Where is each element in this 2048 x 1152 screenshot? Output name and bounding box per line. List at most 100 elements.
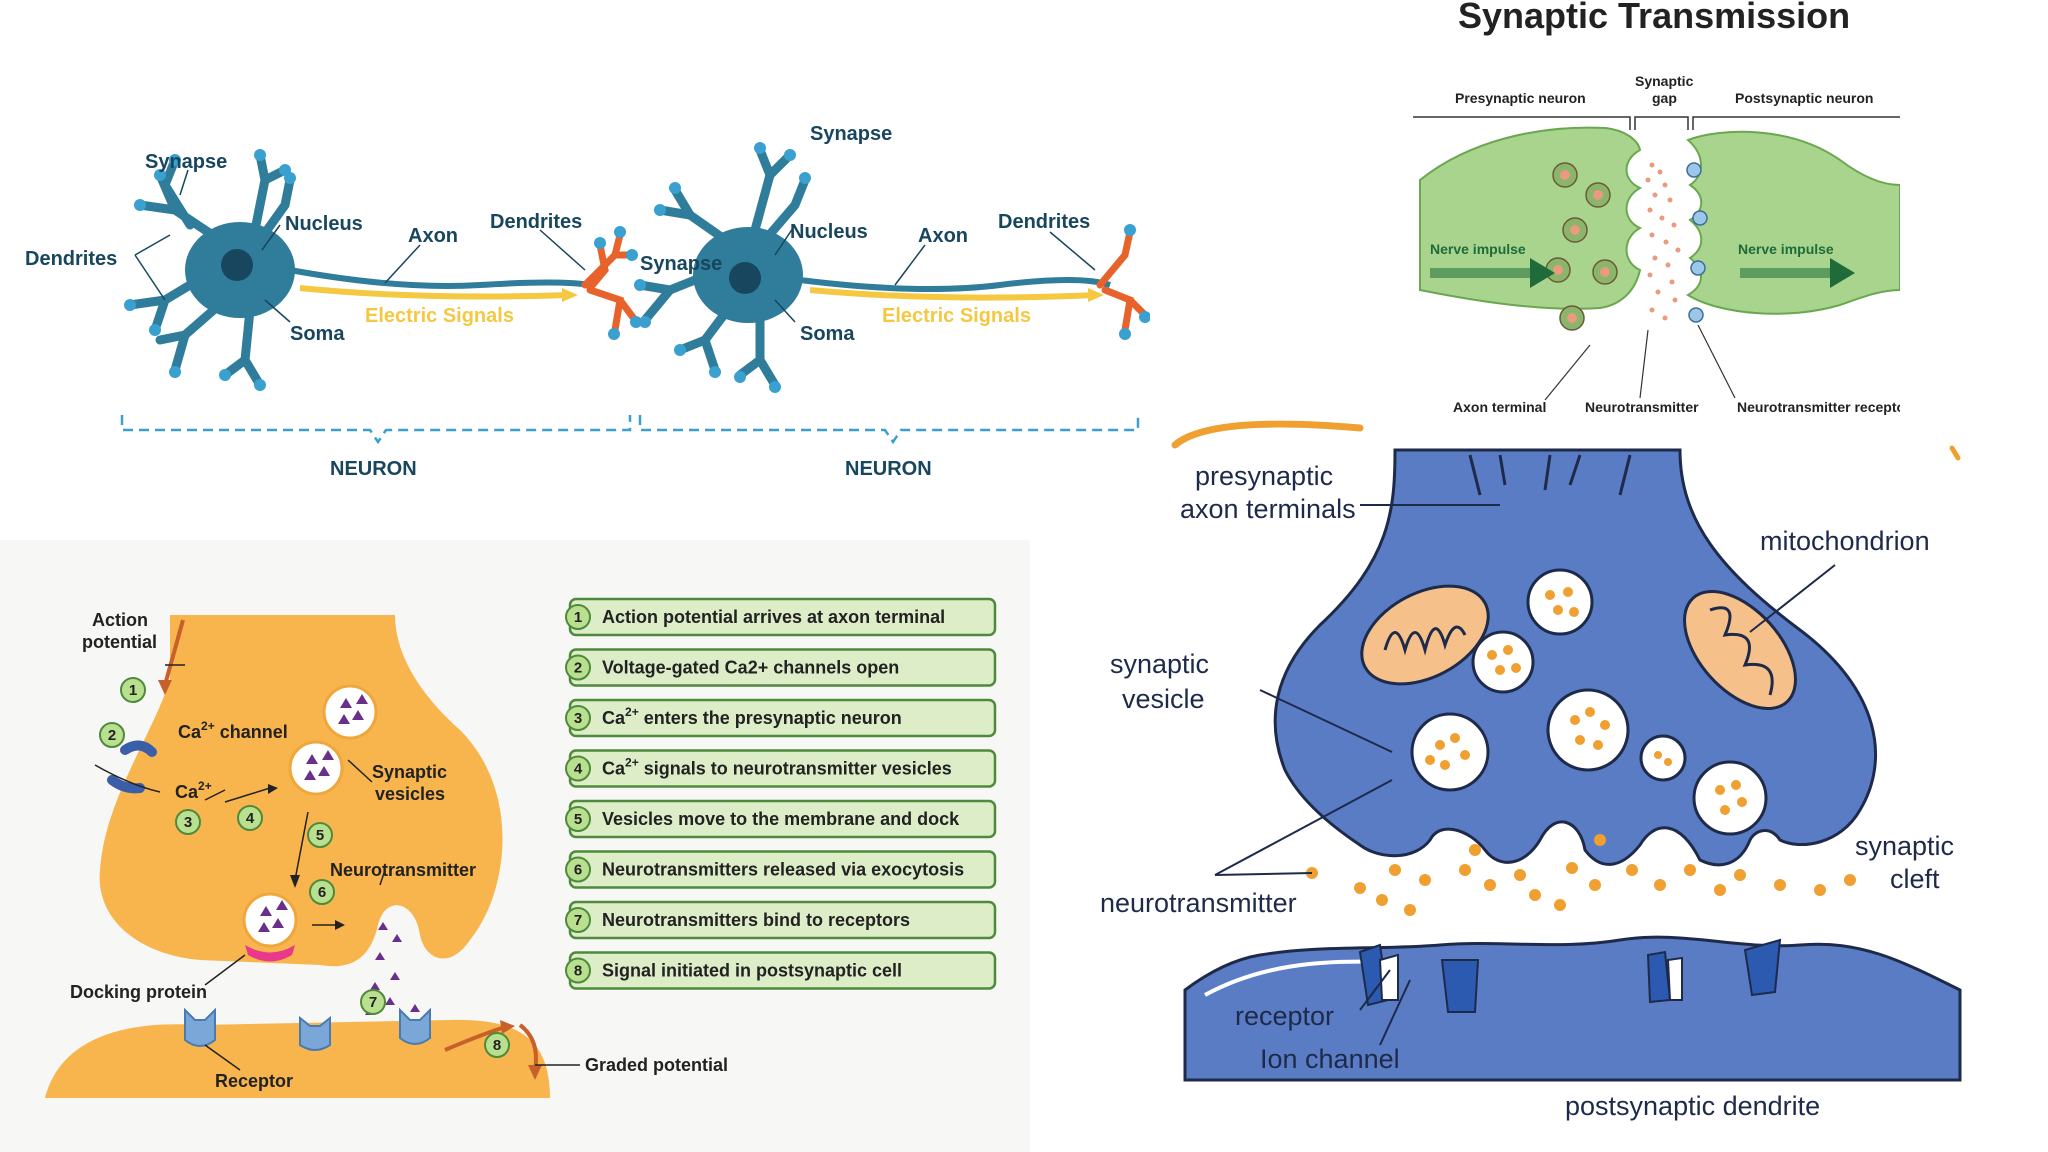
step-item: 4 Ca2+ signals to neurotransmitter vesicl… [565,749,997,788]
step-item: 3 Ca2+ enters the presynaptic neuron [565,698,997,738]
calcium-channel [120,740,157,757]
postsynaptic-membrane [45,1019,550,1098]
synaptic-label: Synaptic [372,762,447,782]
docking-protein-label: Docking protein [70,982,207,1002]
receptor-label-terminal: receptor [1235,1001,1334,1031]
axon-label-1: Axon [408,225,458,247]
step-number: 1 [574,609,582,626]
step-text: Voltage-gated Ca2+ channels open [602,658,899,678]
dendrites-label-3: Dendrites [998,211,1090,233]
neuron-brace-2 [638,415,1140,445]
step-number: 8 [574,963,582,980]
neuron-label-2: NEURON [845,458,932,480]
axon-terminals-label: axon terminals [1180,494,1356,524]
neurotransmission-steps-diagram: 1 2 3 4 5 6 7 8 Action potential Ca2+ ch… [0,540,1030,1152]
potential-label: potential [82,632,157,652]
step-text: Neurotransmitters bind to receptors [602,910,910,930]
step-number-badge [565,957,591,984]
svg-text:4: 4 [246,810,255,827]
svg-text:8: 8 [493,1037,501,1054]
diagram-step-markers: 1 2 3 4 5 6 7 8 [99,677,510,1058]
synaptic-cleft-label-1: synaptic [1855,831,1954,861]
step-text: Vesicles move to the membrane and dock [602,809,960,829]
soma-label-2: Soma [800,323,855,345]
step-number: 2 [574,660,582,677]
nucleus [221,249,253,281]
step-item: 1 Action potential arrives at axon termin… [565,597,997,637]
axon-signal-arrow-2 [809,287,1096,301]
axon-label-2: Axon [918,225,968,247]
synaptic-gap-label-1: Synaptic [1635,73,1694,89]
neurotransmitter-label-top: Neurotransmitter [1585,399,1699,415]
axon-signal-arrow-1 [299,285,571,300]
step-number-badge [565,755,591,782]
step-number: 6 [574,862,582,879]
svg-text:2: 2 [108,727,116,744]
synapse-label-1: Synapse [145,151,227,173]
nerve-impulse-label-post: Nerve impulse [1738,241,1834,257]
step-item: 8 Signal initiated in postsynaptic cell [565,951,997,990]
step-number-badge [565,705,591,731]
steps-list: 1 Action potential arrives at axon termin… [565,597,997,990]
postsynaptic-cell [1686,130,1900,315]
svg-text:3: 3 [184,814,192,831]
nucleus [729,262,761,294]
step-text: Ca2+ signals to neurotransmitter vesicle… [602,756,952,779]
svg-text:5: 5 [316,827,324,844]
neurotransmitter-label-terminal: neurotransmitter [1100,888,1297,918]
presynaptic-label: presynaptic [1195,461,1333,491]
graded-potential-label: Graded potential [585,1055,728,1075]
nucleus-label-1: Nucleus [285,213,363,235]
ion-channel-label: Ion channel [1260,1044,1400,1074]
nerve-impulse-arrow-post [1740,258,1855,288]
axon-terminal-label: Axon terminal [1453,399,1546,415]
dendrites-label-1: Dendrites [25,248,117,270]
vesicles-label: vesicles [375,784,445,804]
step-text: Signal initiated in postsynaptic cell [602,961,902,981]
synaptic-gap-label-2: gap [1652,90,1677,106]
step-number: 3 [574,710,582,727]
docking-protein [245,945,295,962]
step-number-badge [565,907,591,933]
synaptic-transmission-diagram: Synaptic Transmission Presynaptic neuron… [1413,0,1900,415]
cleft-neurotransmitters [1306,834,1856,916]
step-text: Ca2+ enters the presynaptic neuron [602,705,902,728]
neuron-label-1: NEURON [330,458,417,480]
neurotransmitter-receptor-label: Neurotransmitter receptor [1737,399,1900,415]
synaptic-vesicle-label-2: vesicle [1122,684,1205,714]
ca-ion-label: Ca2+ [175,779,212,802]
svg-text:7: 7 [369,994,377,1011]
mitochondrion-label: mitochondrion [1760,526,1930,556]
dendrites-label-2: Dendrites [490,211,582,233]
soma-label-1: Soma [290,323,345,345]
synaptic-transmission-title: Synaptic Transmission [1458,0,1850,36]
step-number-badge [565,604,591,630]
neurotransmitter-dots [1645,162,1681,321]
neuron-chain-diagram: Synapse Nucleus Dendrites Axon Dendrites… [25,123,1150,480]
synaptic-cleft-label-2: cleft [1890,864,1940,894]
step-number: 4 [574,761,583,778]
nerve-impulse-arrow-pre [1430,258,1555,288]
mitochondrion-right [1683,589,1797,711]
synaptic-vesicle-label-1: synaptic [1110,649,1209,679]
receptor-label-steps: Receptor [215,1071,293,1091]
neurotransmitter-label-steps: Neurotransmitter [330,860,476,880]
electric-signals-label-1: Electric Signals [365,305,514,327]
step-number-badge [565,806,591,832]
mitochondrion-left [1360,584,1490,686]
postsynaptic-dendrite-label: postsynaptic dendrite [1565,1091,1820,1121]
neuron-2 [634,142,1150,393]
neuron-brace-1 [120,415,632,445]
svg-text:1: 1 [129,682,137,699]
step-text: Action potential arrives at axon termina… [602,607,945,627]
ca-channel-label: Ca2+ channel [178,719,288,742]
nucleus-label-2: Nucleus [790,221,868,243]
electric-signals-label-2: Electric Signals [882,305,1031,327]
presynaptic-neuron-label: Presynaptic neuron [1455,90,1586,106]
synapse-label-3: Synapse [640,253,722,275]
step-item: 7 Neurotransmitters bind to receptors [565,900,997,940]
svg-text:6: 6 [318,884,326,901]
step-number: 7 [574,912,582,929]
nerve-impulse-label-pre: Nerve impulse [1430,241,1526,257]
